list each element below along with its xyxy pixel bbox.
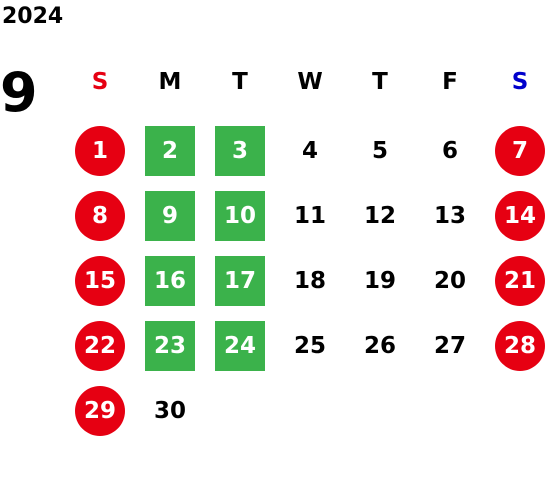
day-number: 15 [75, 255, 125, 306]
day-number: 21 [495, 255, 545, 306]
day-number: 2 [145, 125, 195, 176]
day-cell-open: 2 [135, 118, 205, 183]
day-number: 16 [145, 255, 195, 306]
day-cell-holiday: 14 [485, 183, 548, 248]
weekday-monday: M [158, 69, 182, 95]
day-number: 22 [75, 320, 125, 371]
day-cell-normal: 11 [275, 183, 345, 248]
day-cell-normal: 20 [415, 248, 485, 313]
day-number: 29 [75, 385, 125, 436]
day-cell-normal: 27 [415, 313, 485, 378]
day-number: 28 [495, 320, 545, 371]
day-cell-holiday: 8 [65, 183, 135, 248]
day-cell-normal: 19 [345, 248, 415, 313]
day-number: 5 [371, 137, 388, 164]
day-number: 4 [301, 137, 318, 164]
day-cell-normal: 6 [415, 118, 485, 183]
day-number: 9 [145, 190, 195, 241]
day-cell-holiday: 21 [485, 248, 548, 313]
day-cell-holiday: 7 [485, 118, 548, 183]
day-cell-open: 10 [205, 183, 275, 248]
year-label: 2024 [2, 4, 64, 29]
day-cell-normal: 30 [135, 378, 205, 443]
day-cell-holiday: 1 [65, 118, 135, 183]
day-cell-normal: 5 [345, 118, 415, 183]
day-cell-holiday: 22 [65, 313, 135, 378]
day-cell-open: 16 [135, 248, 205, 313]
day-number: 17 [215, 255, 265, 306]
day-cell-holiday: 15 [65, 248, 135, 313]
weekday-saturday: S [511, 69, 529, 95]
weekday-friday: F [442, 69, 458, 95]
month-number: 9 [0, 61, 38, 124]
day-number: 25 [293, 332, 326, 359]
day-number: 6 [441, 137, 458, 164]
day-number: 20 [433, 267, 466, 294]
weekday-wednesday: W [297, 69, 323, 95]
day-cell-open: 3 [205, 118, 275, 183]
day-number: 18 [293, 267, 326, 294]
day-cell-open: 9 [135, 183, 205, 248]
day-number: 30 [153, 397, 186, 424]
day-cell-normal: 25 [275, 313, 345, 378]
weekday-header-row: S M T W T F S [65, 46, 548, 118]
day-cell-open: 17 [205, 248, 275, 313]
day-cell-open: 24 [205, 313, 275, 378]
day-cell-normal: 26 [345, 313, 415, 378]
day-number: 11 [293, 202, 326, 229]
weekday-tuesday: T [232, 69, 248, 95]
day-number: 23 [145, 320, 195, 371]
weekday-sunday: S [91, 69, 109, 95]
weekday-thursday: T [372, 69, 388, 95]
day-number: 7 [495, 125, 545, 176]
day-cell-normal: 12 [345, 183, 415, 248]
day-number: 13 [433, 202, 466, 229]
day-cell-holiday: 29 [65, 378, 135, 443]
day-number: 1 [75, 125, 125, 176]
day-number: 12 [363, 202, 396, 229]
day-number: 3 [215, 125, 265, 176]
day-cell-open: 23 [135, 313, 205, 378]
day-number: 26 [363, 332, 396, 359]
day-cell-holiday: 28 [485, 313, 548, 378]
day-cell-normal: 13 [415, 183, 485, 248]
day-number: 27 [433, 332, 466, 359]
day-number: 19 [363, 267, 396, 294]
day-number: 24 [215, 320, 265, 371]
day-cell-normal: 4 [275, 118, 345, 183]
day-number: 8 [75, 190, 125, 241]
day-number: 10 [215, 190, 265, 241]
day-number: 14 [495, 190, 545, 241]
day-cell-normal: 18 [275, 248, 345, 313]
